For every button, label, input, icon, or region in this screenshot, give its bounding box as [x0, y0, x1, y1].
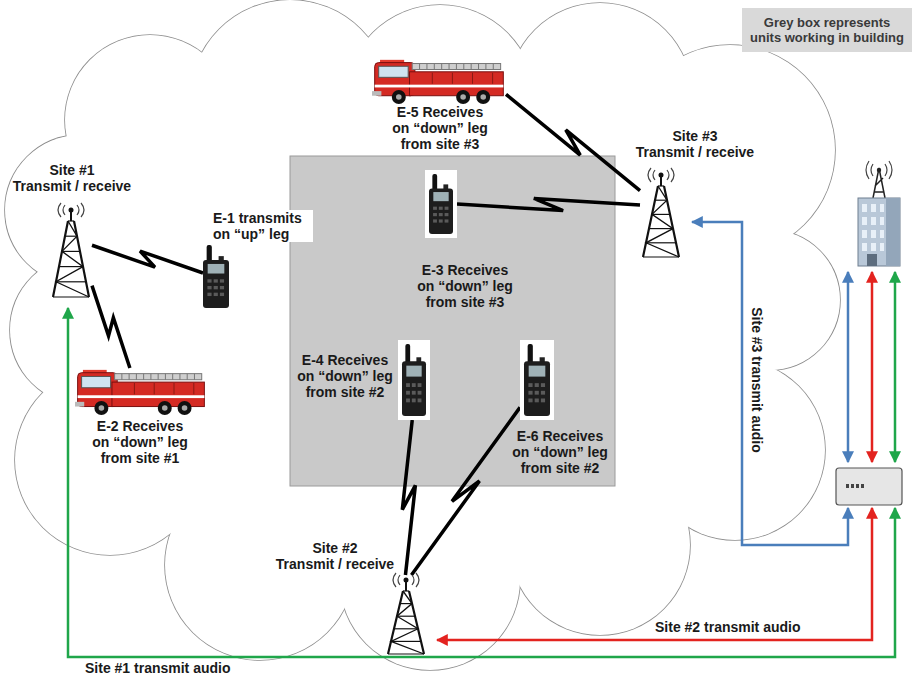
building-icon [858, 161, 900, 266]
radio-site: Site #2Transmit / receive [385, 575, 427, 655]
portable-radio-icon [398, 340, 430, 420]
fire-engine: E-5 Receives on “down” leg from site #3 [372, 58, 506, 104]
radio-link [506, 94, 640, 190]
fire-engine: E-2 Receives on “down” leg from site #1 [75, 368, 207, 415]
portable-radio-icon [425, 170, 457, 238]
audio-path-label: Site #1 transmit audio [85, 660, 265, 676]
site-role: Transmit / receive [636, 144, 754, 160]
coverage-cloud [5, 0, 840, 670]
unit-label: E-6 Receives on “down” leg from site #2 [510, 428, 610, 476]
portable-radio: E-1 transmits on “up” leg [203, 245, 229, 308]
legend-text: Grey box represents units working in bui… [750, 15, 904, 45]
legend-box: Grey box represents units working in bui… [742, 8, 912, 52]
radio-link [402, 420, 415, 575]
portable-radio-icon [520, 340, 554, 420]
portable-radio: E-6 Receives on “down” leg from site #2 [520, 340, 554, 420]
radio-site: Site #3Transmit / receive [640, 170, 682, 258]
fire-engine-icon [372, 58, 506, 104]
portable-radio: E-3 Receives on “down” leg from site #3 [425, 170, 457, 238]
audio-path-label: Site #3 transmit audio [749, 285, 765, 475]
site-name: Site #1 [49, 162, 94, 178]
building-area [290, 156, 615, 486]
unit-label: E-1 transmits on “up” leg [213, 210, 313, 242]
radio-site-icon [640, 170, 682, 258]
site-role: Transmit / receive [276, 556, 394, 572]
radio-link [92, 286, 130, 368]
radio-link [92, 245, 203, 273]
unit-label: E-3 Receives on “down” leg from site #3 [415, 262, 515, 310]
audio-lines [68, 222, 895, 657]
unit-label: E-4 Receives on “down” leg from site #2 [295, 352, 395, 400]
unit-label: E-2 Receives on “down” leg from site #1 [90, 418, 190, 466]
site-role: Transmit / receive [13, 178, 131, 194]
radio-link [411, 407, 520, 575]
radio-site-icon [50, 205, 92, 298]
fire-engine-icon [75, 368, 207, 415]
portable-radio-icon [203, 245, 229, 308]
console-box [836, 468, 902, 505]
unit-label: E-5 Receives on “down” leg from site #3 [390, 104, 490, 152]
portable-radio: E-4 Receives on “down” leg from site #2 [398, 340, 430, 420]
radio-site: Site #1Transmit / receive [50, 205, 92, 298]
audio-path-label: Site #2 transmit audio [655, 619, 835, 635]
radio-link [457, 198, 640, 210]
site-name: Site #3 [672, 128, 717, 144]
radio-site-icon [385, 575, 427, 655]
site-name: Site #2 [312, 540, 357, 556]
